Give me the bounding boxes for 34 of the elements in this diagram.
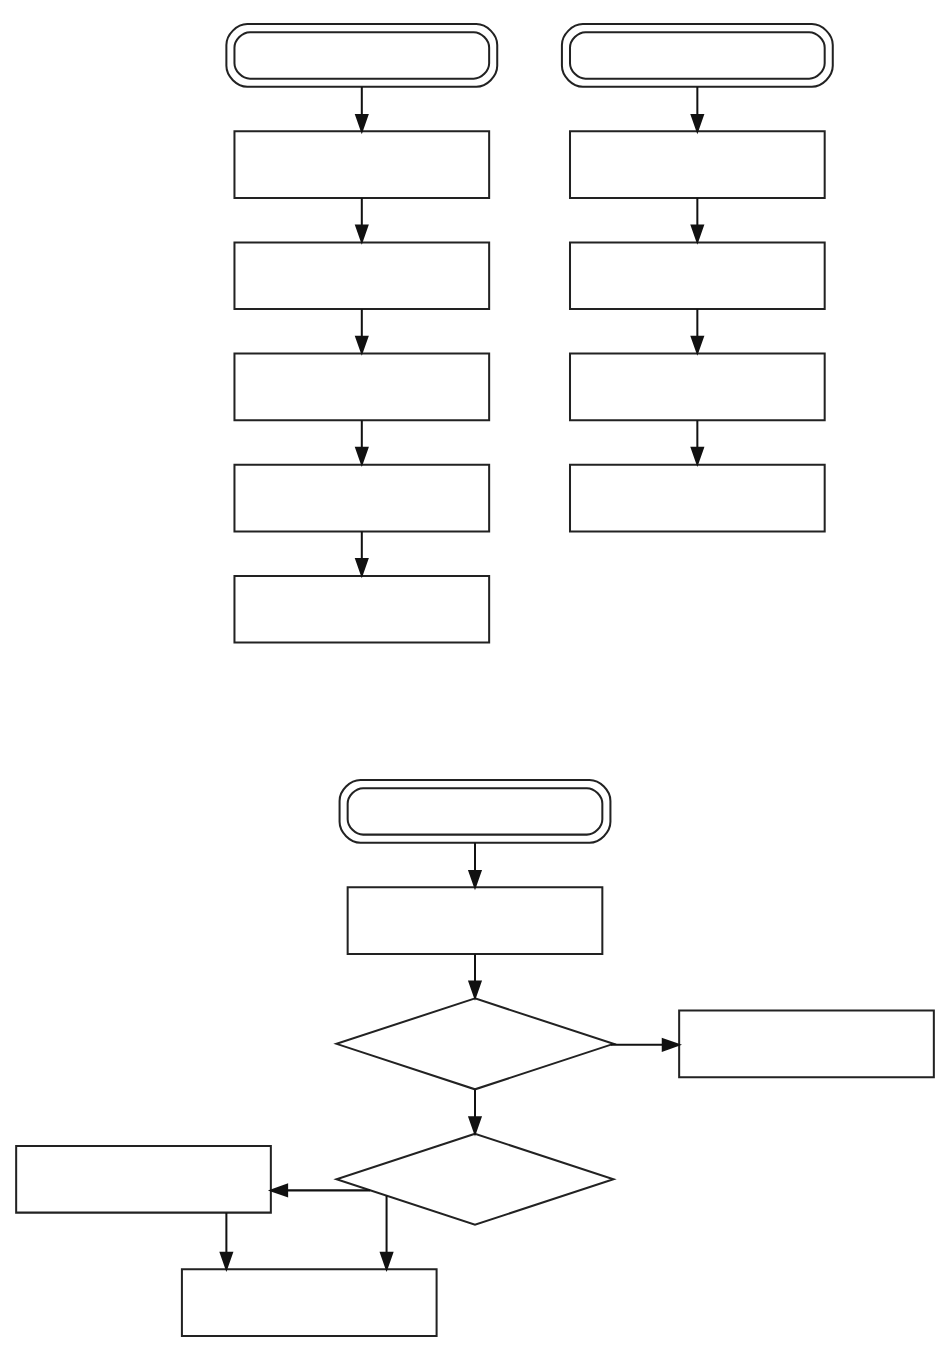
node-box — [569, 463, 826, 533]
arrow — [690, 197, 705, 245]
node-box — [346, 886, 604, 955]
node-terminal — [225, 23, 499, 88]
node-terminal — [560, 23, 834, 88]
arrow — [354, 197, 369, 245]
arrow — [354, 531, 369, 579]
node-diamond — [333, 997, 617, 1091]
arrow — [219, 1212, 234, 1272]
node-box — [569, 130, 826, 199]
node-terminal — [338, 779, 612, 844]
node-box — [233, 130, 491, 199]
arrow — [610, 1037, 682, 1052]
arrow — [354, 87, 369, 135]
arrow — [354, 420, 369, 468]
node-box — [678, 1009, 935, 1079]
node-box — [180, 1268, 438, 1337]
node-box — [569, 352, 826, 422]
arrow — [690, 87, 705, 135]
arrow — [467, 842, 483, 891]
arrow — [467, 1089, 483, 1137]
node-box — [233, 352, 491, 422]
node-diamond — [333, 1132, 617, 1226]
arrow — [379, 1195, 394, 1273]
arrow — [354, 309, 369, 356]
node-box — [15, 1144, 272, 1214]
node-box — [233, 574, 491, 644]
node-box — [233, 241, 491, 311]
node-box — [233, 463, 491, 533]
node-box — [569, 241, 826, 311]
arrow — [267, 1183, 371, 1198]
arrow — [690, 420, 705, 468]
arrow — [467, 954, 483, 1001]
arrow — [690, 309, 705, 356]
